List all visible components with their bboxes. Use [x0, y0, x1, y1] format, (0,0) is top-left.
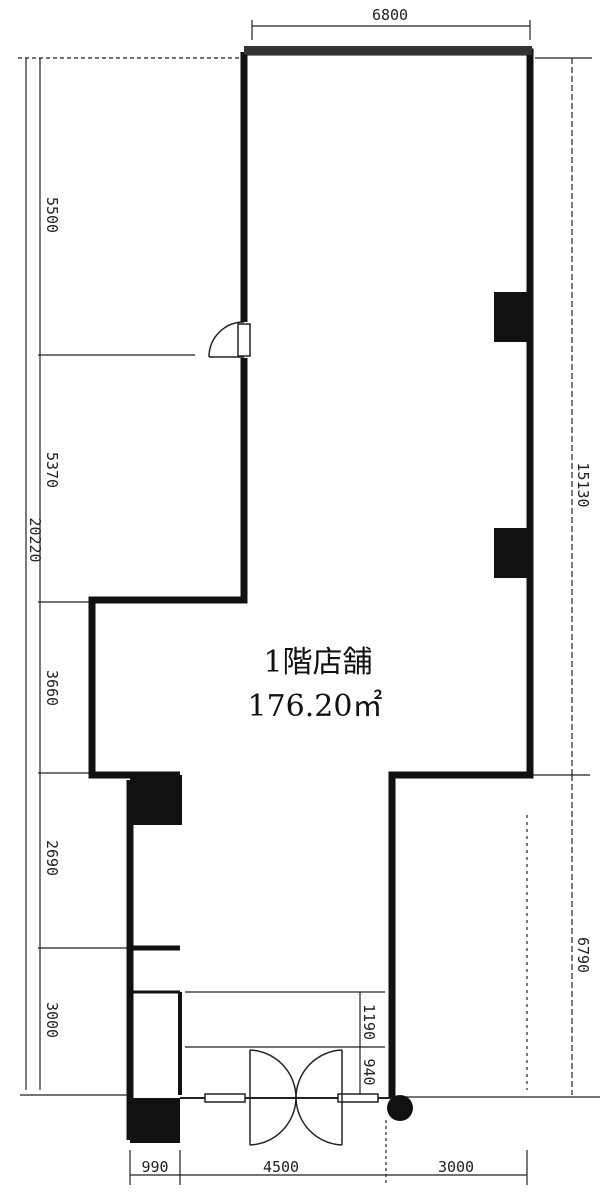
dim-bottom-1: 990 — [141, 1158, 168, 1176]
dim-left-seg-5: 3000 — [43, 1002, 61, 1038]
dim-left-seg-3: 3660 — [43, 670, 61, 706]
dim-left-seg-2: 5370 — [43, 452, 61, 488]
dim-left-total: 20220 — [26, 517, 44, 562]
dim-left-seg-1: 5500 — [43, 197, 61, 233]
dim-left-seg-4: 2690 — [43, 840, 61, 876]
room-area: 176.20㎡ — [248, 689, 383, 724]
dim-right-lower: 6790 — [574, 937, 592, 973]
columns — [130, 292, 530, 1143]
side-door — [208, 321, 251, 358]
walls — [88, 48, 534, 1140]
entrance-doors — [180, 1049, 392, 1146]
dim-right-upper: 15130 — [574, 462, 592, 507]
dim-bottom-2: 4500 — [263, 1158, 299, 1176]
dim-bottom-3: 3000 — [438, 1158, 474, 1176]
dim-entrance-1: 1190 — [360, 1004, 378, 1040]
room-name: 1階店舗 — [263, 645, 372, 680]
top-wall-hatch — [244, 46, 532, 55]
dim-top: 6800 — [372, 6, 408, 24]
dim-entrance-2: 940 — [360, 1058, 378, 1085]
dimension-lines — [18, 20, 600, 1185]
